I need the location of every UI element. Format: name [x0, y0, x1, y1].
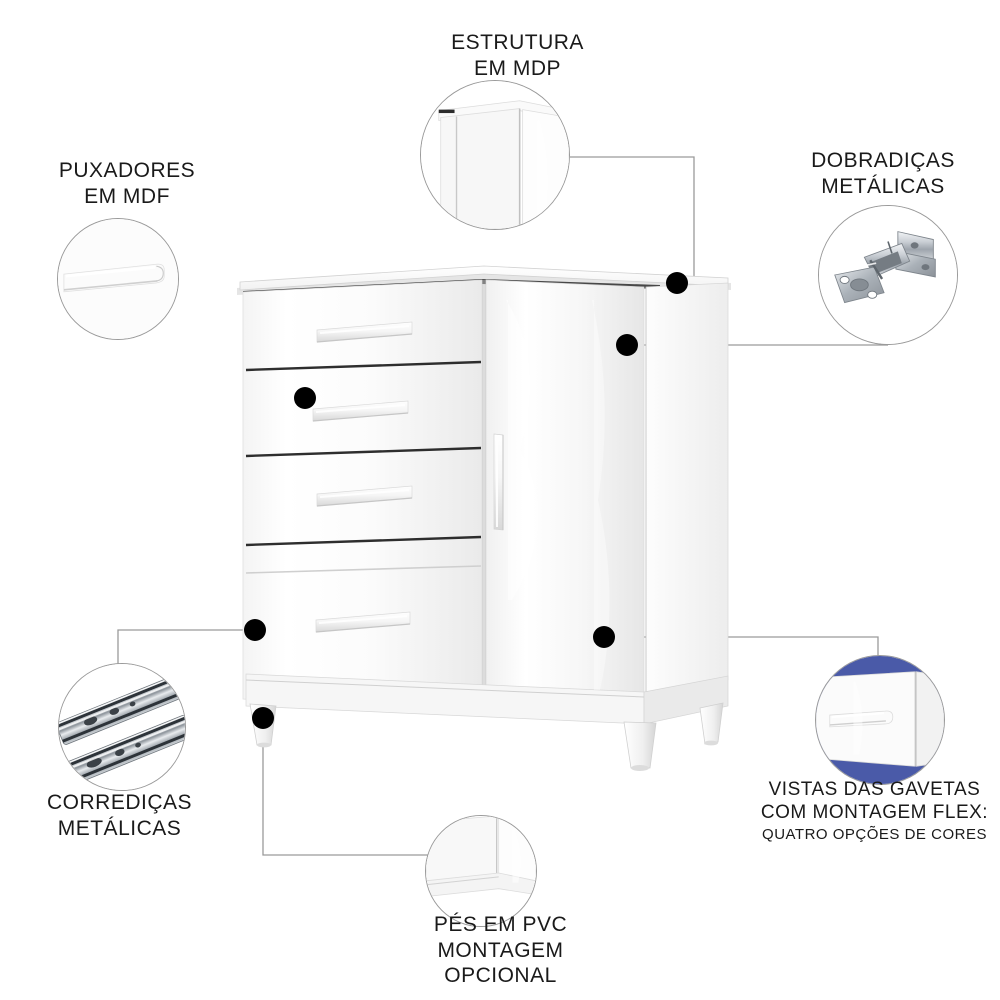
hotspot-corredicas[interactable] — [244, 619, 266, 641]
label-dobradicas: DOBRADIÇAS METÁLICAS — [811, 149, 955, 198]
label-vistas-gavetas: VISTAS DAS GAVETAS COM MONTAGEM FLEX: — [760, 779, 989, 824]
hotspot-puxadores[interactable] — [294, 387, 316, 409]
handle-2 — [312, 400, 409, 422]
hotspot-estrutura[interactable] — [666, 272, 688, 294]
callout-bubble-pes-pvc — [425, 815, 537, 927]
hotspot-dobradicas[interactable] — [616, 334, 638, 356]
leg-right — [699, 702, 724, 746]
label-puxadores: PUXADORES EM MDF — [58, 159, 196, 208]
handle-1 — [316, 321, 413, 343]
callout-bubble-estrutura — [420, 80, 570, 230]
callout-bubble-corredicas — [58, 663, 186, 791]
callout-bubble-dobradicas — [818, 205, 958, 345]
handle-4 — [315, 611, 411, 633]
label-pes-pvc: PÉS EM PVC MONTAGEM OPCIONAL — [433, 913, 568, 988]
hotspot-pes-pvc[interactable] — [252, 707, 274, 729]
label-vistas-gavetas-sub: QUATRO OPÇÕES DE CORES — [762, 826, 987, 843]
callout-bubble-vistas-gavetas — [815, 655, 945, 785]
hotspot-vistas-gavetas[interactable] — [593, 626, 615, 648]
handle-3 — [316, 485, 413, 507]
label-estrutura: ESTRUTURA EM MDP — [451, 31, 584, 80]
callout-bubble-puxadores — [57, 218, 179, 340]
label-corredicas: CORREDIÇAS METÁLICAS — [46, 791, 193, 840]
leg-center — [623, 721, 657, 771]
door-handle — [493, 433, 504, 531]
